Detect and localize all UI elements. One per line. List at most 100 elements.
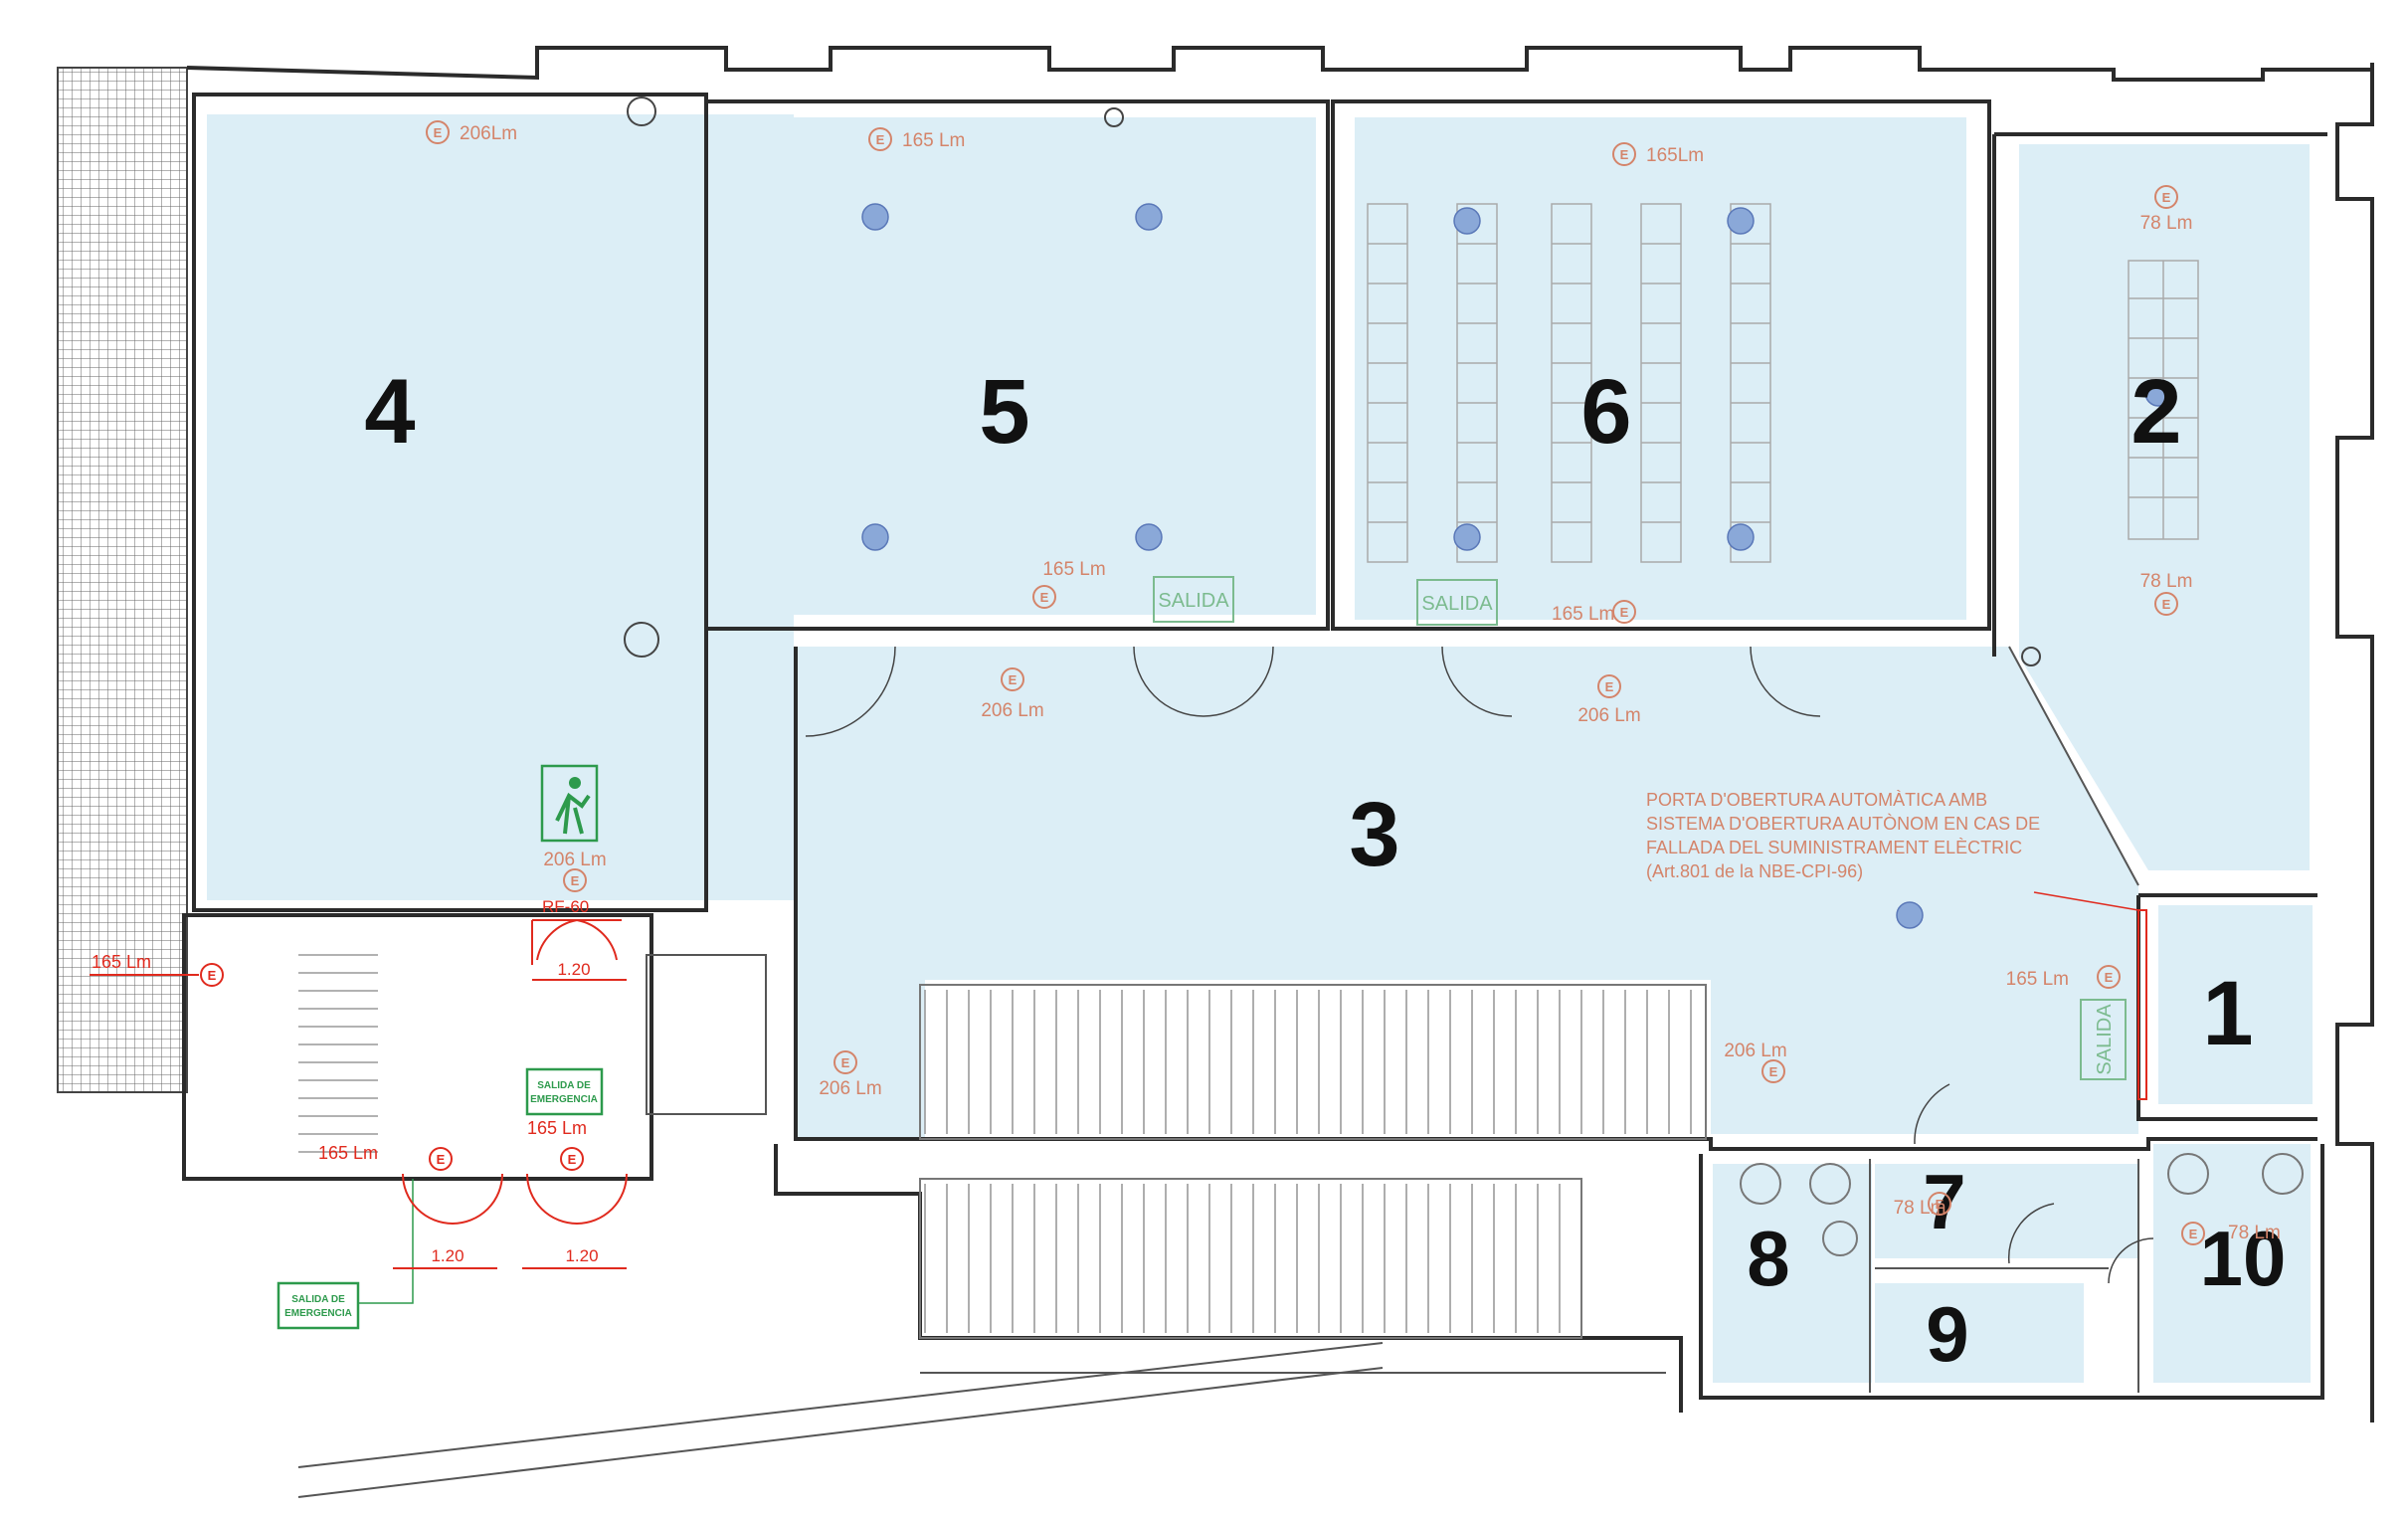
red-emergency-icon xyxy=(560,1147,584,1171)
room-5-fill xyxy=(724,117,1316,615)
emergency-light-icon xyxy=(1612,600,1636,624)
ceiling-light xyxy=(1135,523,1163,551)
lumen-label: 206 Lm xyxy=(1724,1041,1786,1061)
room-numbers: 4 5 6 2 3 1 7 8 9 10 xyxy=(364,361,2286,1378)
lumen-label: 78 Lm xyxy=(2228,1223,2281,1243)
room-9-fill xyxy=(1875,1283,2084,1383)
emergency-light-icon xyxy=(1612,142,1636,166)
ceiling-light xyxy=(1135,203,1163,231)
room-5-walls xyxy=(704,99,1330,631)
emergency-light-room2_top: E 78 Lm xyxy=(2140,185,2193,234)
lumen-label: 78 Lm xyxy=(2140,213,2193,234)
emergency-light-icon xyxy=(834,1050,857,1074)
ceiling-light xyxy=(1727,523,1755,551)
red-lm-stair: 165 Lm xyxy=(318,1143,378,1163)
walls xyxy=(182,46,2374,1498)
door-note-line2: SISTEMA D'OBERTURA AUTÒNOM EN CAS DE xyxy=(1646,813,2040,834)
red-rf-label: RF-60 xyxy=(542,897,589,916)
ceiling-light xyxy=(1453,523,1481,551)
lumen-label: 165Lm xyxy=(1646,145,1704,166)
door-note-line4: (Art.801 de la NBE-CPI-96) xyxy=(1646,861,1863,881)
emergency-light-icon xyxy=(563,868,587,892)
room-8-fill xyxy=(1713,1164,1872,1383)
emergency-light-icon xyxy=(1001,667,1024,691)
ceiling-light xyxy=(2144,379,2172,407)
room-number-3: 3 xyxy=(1349,784,1399,885)
emergency-light-room10: E 78 Lm xyxy=(2181,1222,2281,1245)
emergency-exit-icon xyxy=(540,764,599,843)
emergency-light-icon xyxy=(1761,1059,1785,1083)
red-emergency-marker: E xyxy=(437,1152,446,1167)
red-width-bottom-left: 1.20 xyxy=(431,1246,463,1265)
emergency-light-marker: E xyxy=(876,132,885,147)
ceiling-light xyxy=(861,203,889,231)
ceiling-light xyxy=(1453,207,1481,235)
emergency-light-marker: E xyxy=(434,125,443,140)
room-6-walls xyxy=(1331,99,1991,631)
desks-room-6 xyxy=(1367,203,1771,563)
room-6-fill xyxy=(1355,117,1966,620)
red-emergency-light: E xyxy=(200,963,224,987)
salida-emergencia-1-line2: EMERGENCIA xyxy=(530,1094,598,1105)
red-emergency-light: E xyxy=(429,1147,453,1171)
salida-emergencia-box-2 xyxy=(277,1281,360,1330)
emergency-light-marker: E xyxy=(1620,147,1629,162)
salida-emergencia-1-line1: SALIDA DE xyxy=(537,1080,591,1091)
door-note-line3: FALLADA DEL SUMINISTRAMENT ELÈCTRIC xyxy=(1646,838,2022,857)
terrace-hatch xyxy=(57,67,188,1093)
emergency-light-icon xyxy=(2154,185,2178,209)
ceiling-lights xyxy=(861,203,2172,929)
lumen-label: 206 Lm xyxy=(981,700,1043,721)
main-stairs xyxy=(298,954,1707,1339)
emergency-light-icon xyxy=(1597,674,1621,698)
salida-emergencia-lm: 165 Lm xyxy=(527,1118,587,1138)
salida-label-room5: SALIDA xyxy=(1158,590,1229,612)
emergency-light-marker: E xyxy=(1009,672,1018,687)
stair-block xyxy=(182,913,653,1181)
ceiling-light xyxy=(861,523,889,551)
emergency-light-icon xyxy=(2181,1222,2205,1245)
red-emergency-marker: E xyxy=(568,1152,577,1167)
emergency-light-marker: E xyxy=(1040,590,1049,605)
salida-emergencia-box-1 xyxy=(525,1067,604,1116)
salida-sign-room5 xyxy=(1153,576,1234,623)
emergency-light-room5_top: E 165 Lm xyxy=(868,127,965,151)
salida-label-room1: SALIDA xyxy=(2094,1004,2116,1075)
lumen-label: 206 Lm xyxy=(819,1078,881,1099)
door-arcs xyxy=(805,646,2154,1284)
elevator-shaft xyxy=(646,954,767,1115)
corridor-left-fill xyxy=(796,647,925,1139)
room-10-fill xyxy=(2153,1144,2311,1383)
red-width-bottom-right: 1.20 xyxy=(565,1246,598,1265)
ceiling-light xyxy=(1896,901,1924,929)
lumen-label: 78 Lm xyxy=(2140,571,2193,592)
room-2-fill xyxy=(2019,144,2310,870)
outer-wall-top xyxy=(186,46,2374,82)
room-number-1: 1 xyxy=(2202,963,2253,1064)
emergency-light-marker: E xyxy=(2162,190,2171,205)
room-number-6: 6 xyxy=(1580,361,1631,463)
emergency-light-marker: E xyxy=(1769,1064,1778,1079)
room-number-4: 4 xyxy=(364,361,415,463)
room-number-8: 8 xyxy=(1747,1215,1789,1302)
salida-emergencia-2-line2: EMERGENCIA xyxy=(284,1308,352,1319)
room-number-2: 2 xyxy=(2130,361,2181,463)
emergency-light-marker: E xyxy=(841,1055,850,1070)
emergency-light-marker: E xyxy=(2189,1227,2198,1241)
lumen-label: 165 Lm xyxy=(902,130,965,151)
emergency-light-corridor_stair: E 206 Lm xyxy=(819,1050,882,1099)
red-lm-left: 165 Lm xyxy=(92,952,151,972)
salida-emergencia-boxes: SALIDA DE EMERGENCIA SALIDA DE EMERGENCI… xyxy=(277,1067,604,1330)
emergency-light-icon xyxy=(426,120,450,144)
red-emergency-icon xyxy=(200,963,224,987)
lumen-label: 165 Lm xyxy=(1552,604,1614,625)
lumen-label: 165 Lm xyxy=(1042,559,1105,580)
salida-sign-room1 xyxy=(2080,999,2127,1080)
room-number-5: 5 xyxy=(979,361,1029,463)
